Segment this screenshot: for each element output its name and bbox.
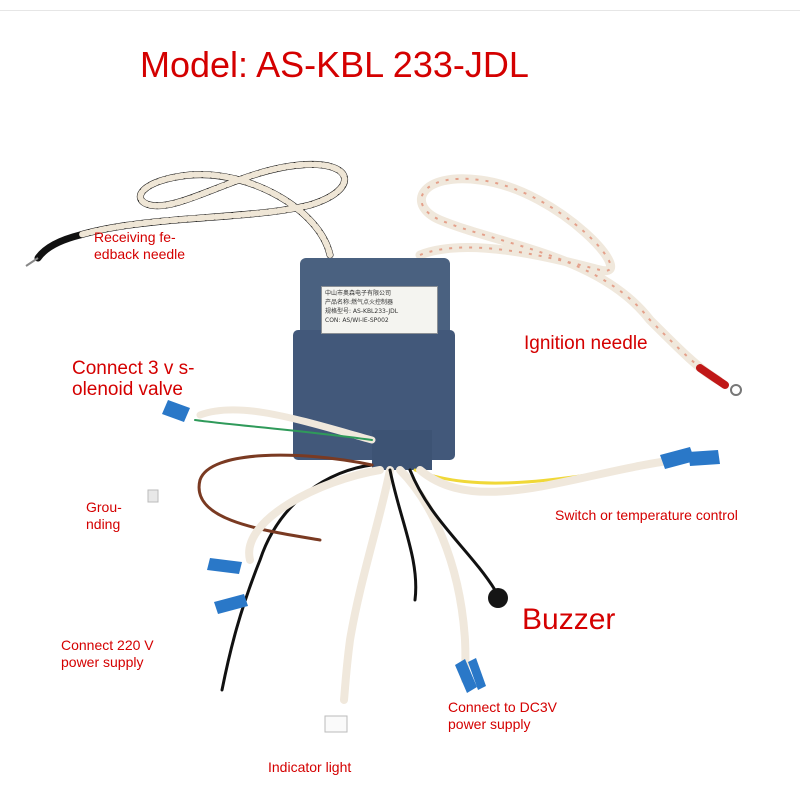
label-220v-power: Connect 220 V power supply [61, 637, 154, 670]
label-buzzer: Buzzer [522, 603, 616, 636]
label-indicator-light: Indicator light [268, 759, 352, 775]
top-divider [0, 10, 800, 11]
wire-bundle [194, 406, 694, 704]
label-receiving-feedback: Receiving fe- edback needle [94, 229, 186, 262]
model-title: Model: AS-KBL 233-JDL [140, 44, 529, 85]
ignition-needle-wire [415, 174, 742, 396]
device-label-sticker: 中山市奥森电子有限公司 产品名称:燃气点火控制器 规格型号: AS-KBL233… [321, 286, 438, 334]
device-label-line-3: 规格型号: AS-KBL233-JDL [325, 308, 399, 315]
feedback-needle-wire [25, 160, 348, 267]
label-solenoid-valve: Connect 3 v s- olenoid valve [72, 358, 195, 400]
label-switch-temperature: Switch or temperature control [555, 507, 738, 523]
device-label-line-1: 中山市奥森电子有限公司 [325, 290, 392, 297]
label-ignition-needle: Ignition needle [524, 333, 648, 354]
device-label-line-4: CON: AS/WI-IE-SP002 [325, 317, 389, 324]
label-dc3v-power: Connect to DC3V power supply [448, 699, 557, 732]
label-grounding: Grou- nding [86, 499, 122, 532]
device-label-line-2: 产品名称:燃气点火控制器 [325, 299, 394, 306]
connectors [147, 400, 720, 733]
